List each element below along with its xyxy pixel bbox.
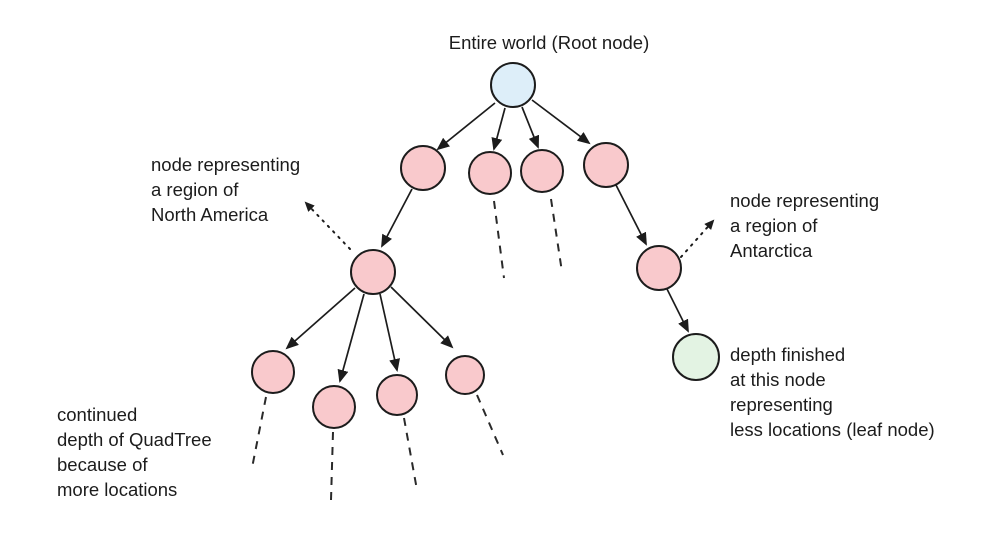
level4-node-1 — [251, 350, 295, 394]
edge-na-sub4 — [390, 286, 454, 349]
edge-child1-northamerica — [381, 188, 413, 248]
edge-root-child4 — [531, 99, 591, 145]
root-node — [490, 62, 536, 108]
dashed-continuation-1 — [493, 200, 505, 279]
diagram-title: Entire world (Root node) — [448, 32, 650, 53]
dashed-continuation-3 — [251, 396, 267, 469]
leaf-node — [672, 333, 720, 381]
dashed-continuation-4 — [330, 431, 334, 501]
dashed-continuation-5 — [403, 417, 418, 491]
dashed-continuation-2 — [550, 198, 563, 273]
level4-node-2 — [312, 385, 356, 429]
level2-node-1 — [400, 145, 446, 191]
dashed-continuation-6 — [476, 394, 504, 456]
leaf-node-label: depth finished at this node representing… — [730, 344, 935, 440]
continued-depth-label: continued depth of QuadTree because of m… — [57, 404, 212, 500]
edge-na-sub3 — [379, 293, 400, 372]
level2-node-2 — [468, 151, 512, 195]
antarctica-node — [636, 245, 682, 291]
edge-na-sub2 — [337, 293, 365, 383]
antarctica-label: node representing a region of Antarctica — [730, 190, 880, 261]
edge-child4-antarctica — [615, 184, 647, 246]
edge-root-child3 — [521, 106, 540, 149]
level2-node-4 — [583, 142, 629, 188]
edge-root-child1 — [436, 102, 496, 151]
north-america-node — [350, 249, 396, 295]
level2-node-3 — [520, 149, 564, 193]
edge-root-child2 — [491, 107, 506, 151]
edge-na-sub1 — [285, 287, 356, 350]
edge-antarctica-leaf — [666, 288, 689, 333]
pointer-antarctica — [680, 219, 715, 258]
level4-node-3 — [376, 374, 418, 416]
pointer-north-america — [304, 201, 351, 250]
level4-node-4 — [445, 355, 485, 395]
north-america-label: node representing a region of North Amer… — [151, 154, 301, 225]
